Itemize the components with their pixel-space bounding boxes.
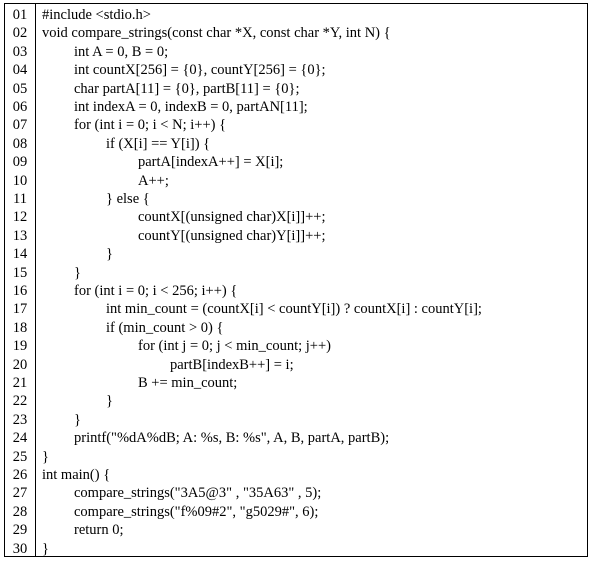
code-line-26: 26 int main() { [5, 466, 587, 484]
line-number: 17 [12, 301, 28, 318]
code-text: B += min_count; [138, 375, 238, 391]
code-text: int A = 0, B = 0; [74, 43, 169, 60]
code-line-17: 17 int min_count = (countX[i] < countY[i… [5, 300, 587, 318]
line-number: 28 [12, 503, 28, 520]
line-number: 09 [12, 154, 28, 171]
code-line-27: 27 compare_strings("3A5@3" , "35A63" , 5… [5, 484, 587, 502]
code-text: compare_strings("3A5@3" , "35A63" , 5); [74, 485, 322, 502]
line-number: 16 [12, 283, 28, 299]
code-listing: 01 #include <stdio.h> 02 void compare_st… [4, 3, 588, 557]
code-line-15: 15 } [5, 264, 587, 282]
code-line-28: 28 compare_strings("f%09#2", "g5029#", 6… [5, 503, 587, 521]
code-line-30: 30 } [5, 540, 587, 558]
code-text: compare_strings("f%09#2", "g5029#", 6); [74, 503, 319, 520]
line-number: 01 [12, 7, 28, 23]
code-line-21: 21 B += min_count; [5, 374, 587, 392]
line-number: 21 [12, 375, 28, 391]
code-line-20: 20 partB[indexB++] = i; [5, 356, 587, 374]
code-line-10: 10 A++; [5, 172, 587, 190]
line-number: 08 [12, 135, 28, 152]
code-line-13: 13 countY[(unsigned char)Y[i]]++; [5, 227, 587, 245]
code-text: countX[(unsigned char)X[i]]++; [138, 209, 326, 226]
code-text: for (int i = 0; i < 256; i++) { [74, 283, 238, 299]
code-text: countY[(unsigned char)Y[i]]++; [138, 227, 326, 244]
code-line-29: 29 return 0; [5, 521, 587, 539]
code-line-04: 04 int countX[256] = {0}, countY[256] = … [5, 61, 587, 79]
line-number: 07 [12, 117, 28, 134]
line-number: 10 [12, 172, 28, 189]
code-line-05: 05 char partA[11] = {0}, partB[11] = {0}… [5, 80, 587, 98]
code-text: } [42, 540, 49, 557]
line-number: 26 [12, 467, 28, 483]
line-number: 13 [12, 227, 28, 244]
code-line-07: 07 for (int i = 0; i < N; i++) { [5, 116, 587, 134]
code-text: for (int i = 0; i < N; i++) { [74, 117, 227, 134]
code-text: partA[indexA++] = X[i]; [138, 154, 284, 171]
line-number-divider [35, 4, 36, 556]
code-text: } [74, 264, 81, 281]
line-number: 12 [12, 209, 28, 226]
code-line-12: 12 countX[(unsigned char)X[i]]++; [5, 208, 587, 226]
line-number: 30 [12, 540, 28, 557]
line-number: 11 [13, 191, 27, 207]
code-text: } [74, 411, 81, 428]
line-number: 04 [12, 62, 28, 79]
line-number: 27 [12, 485, 28, 502]
code-text: int main() { [42, 467, 111, 483]
code-line-19: 19 for (int j = 0; j < min_count; j++) [5, 337, 587, 355]
line-number: 18 [12, 319, 28, 336]
code-line-02: 02 void compare_strings(const char *X, c… [5, 24, 587, 42]
code-text: return 0; [74, 522, 124, 539]
code-line-18: 18 if (min_count > 0) { [5, 319, 587, 337]
code-line-09: 09 partA[indexA++] = X[i]; [5, 153, 587, 171]
code-line-06: 06 int indexA = 0, indexB = 0, partAN[11… [5, 98, 587, 116]
code-line-08: 08 if (X[i] == Y[i]) { [5, 135, 587, 153]
code-text: A++; [138, 172, 169, 189]
code-text: printf("%dA%dB; A: %s, B: %s", A, B, par… [74, 430, 390, 447]
code-line-01: 01 #include <stdio.h> [5, 6, 587, 24]
code-text: } [106, 246, 113, 263]
code-line-24: 24 printf("%dA%dB; A: %s, B: %s", A, B, … [5, 429, 587, 447]
code-text: partB[indexB++] = i; [170, 356, 294, 373]
code-text: for (int j = 0; j < min_count; j++) [138, 338, 331, 355]
line-number: 25 [12, 448, 28, 465]
code-line-23: 23 } [5, 411, 587, 429]
line-number: 03 [12, 43, 28, 60]
line-number: 29 [12, 522, 28, 539]
line-number: 23 [12, 411, 28, 428]
line-number: 14 [12, 246, 28, 263]
code-text: void compare_strings(const char *X, cons… [42, 25, 391, 42]
code-text: if (X[i] == Y[i]) { [106, 135, 211, 152]
code-text: } else { [106, 191, 150, 207]
line-number: 15 [12, 264, 28, 281]
code-text: char partA[11] = {0}, partB[11] = {0}; [74, 80, 300, 97]
code-text: if (min_count > 0) { [106, 319, 224, 336]
code-text: int countX[256] = {0}, countY[256] = {0}… [74, 62, 326, 79]
code-line-11: 11 } else { [5, 190, 587, 208]
code-line-22: 22 } [5, 392, 587, 410]
code-text: } [42, 448, 49, 465]
code-text: int min_count = (countX[i] < countY[i]) … [106, 301, 482, 318]
code-line-25: 25 } [5, 448, 587, 466]
code-line-14: 14 } [5, 245, 587, 263]
line-number: 20 [12, 356, 28, 373]
code-text: } [106, 393, 113, 410]
line-number: 22 [12, 393, 28, 410]
line-number: 05 [12, 80, 28, 97]
code-text: int indexA = 0, indexB = 0, partAN[11]; [74, 99, 308, 115]
line-number: 06 [12, 99, 28, 115]
code-text: #include <stdio.h> [42, 7, 151, 23]
line-number: 02 [12, 25, 28, 42]
line-number: 19 [12, 338, 28, 355]
code-line-03: 03 int A = 0, B = 0; [5, 43, 587, 61]
code-line-16: 16 for (int i = 0; i < 256; i++) { [5, 282, 587, 300]
line-number: 24 [12, 430, 28, 447]
